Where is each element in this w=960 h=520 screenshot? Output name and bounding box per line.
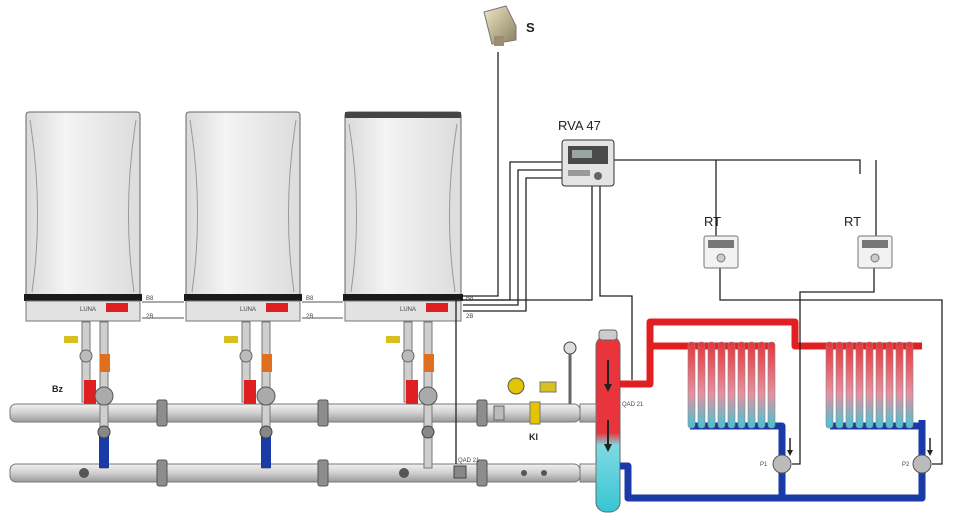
pump-1-label: P1 <box>760 462 768 468</box>
check-valve-label: Kl <box>529 432 538 442</box>
boiler-1-port-in: 2B <box>146 314 153 320</box>
pump-2-label: P2 <box>902 462 910 468</box>
header-flanges <box>156 399 488 487</box>
radiator-2 <box>825 341 914 429</box>
boiler-1-port-out: B8 <box>146 296 154 302</box>
boiler-1-badge: LUNA <box>80 307 96 313</box>
boiler-3: LUNA B8 2B <box>343 111 474 322</box>
boiler-3-badge: LUNA <box>400 307 416 313</box>
hydraulic-separator <box>595 329 621 513</box>
circuit-pump-2 <box>912 438 933 474</box>
rva47-controller <box>561 139 615 187</box>
boiler-pump-label: Bz <box>52 384 63 394</box>
return-header-pipe <box>9 463 581 483</box>
boiler-2-badge: LUNA <box>240 307 256 313</box>
boiler-3-piping <box>386 321 438 469</box>
boiler-1-piping <box>64 321 114 469</box>
outdoor-sensor-label: S <box>526 20 535 35</box>
boiler-2-port-out: B8 <box>306 296 314 302</box>
cold-return-pipes <box>620 420 926 502</box>
separator-return-inlet <box>579 463 597 483</box>
header-dots <box>79 468 547 478</box>
boiler-1: LUNA B8 2B <box>24 111 154 322</box>
control-wiring <box>455 52 943 465</box>
room-thermostat-1 <box>703 235 739 269</box>
room-thermostat-2-label: RT <box>844 214 861 229</box>
boiler-2-piping <box>224 321 276 469</box>
supply-sensor-label: QAD 21 <box>622 402 644 408</box>
controller-label: RVA 47 <box>558 118 601 133</box>
boiler-bus-lines <box>142 301 343 319</box>
circuit-pump-1 <box>772 438 793 474</box>
outdoor-sensor <box>483 5 517 46</box>
header-fittings <box>493 341 577 425</box>
boiler-3-port-out: B8 <box>466 296 474 302</box>
boiler-2-port-in: 2B <box>306 314 313 320</box>
room-thermostat-1-label: RT <box>704 214 721 229</box>
separator-supply-inlet <box>579 403 597 423</box>
room-thermostat-2 <box>857 235 893 269</box>
boiler-3-port-in: 2B <box>466 314 473 320</box>
return-sensor-label: QAD 21 <box>458 458 480 464</box>
boiler-2: LUNA B8 2B <box>184 111 314 322</box>
radiator-1 <box>687 341 776 429</box>
return-sensor <box>453 465 467 479</box>
